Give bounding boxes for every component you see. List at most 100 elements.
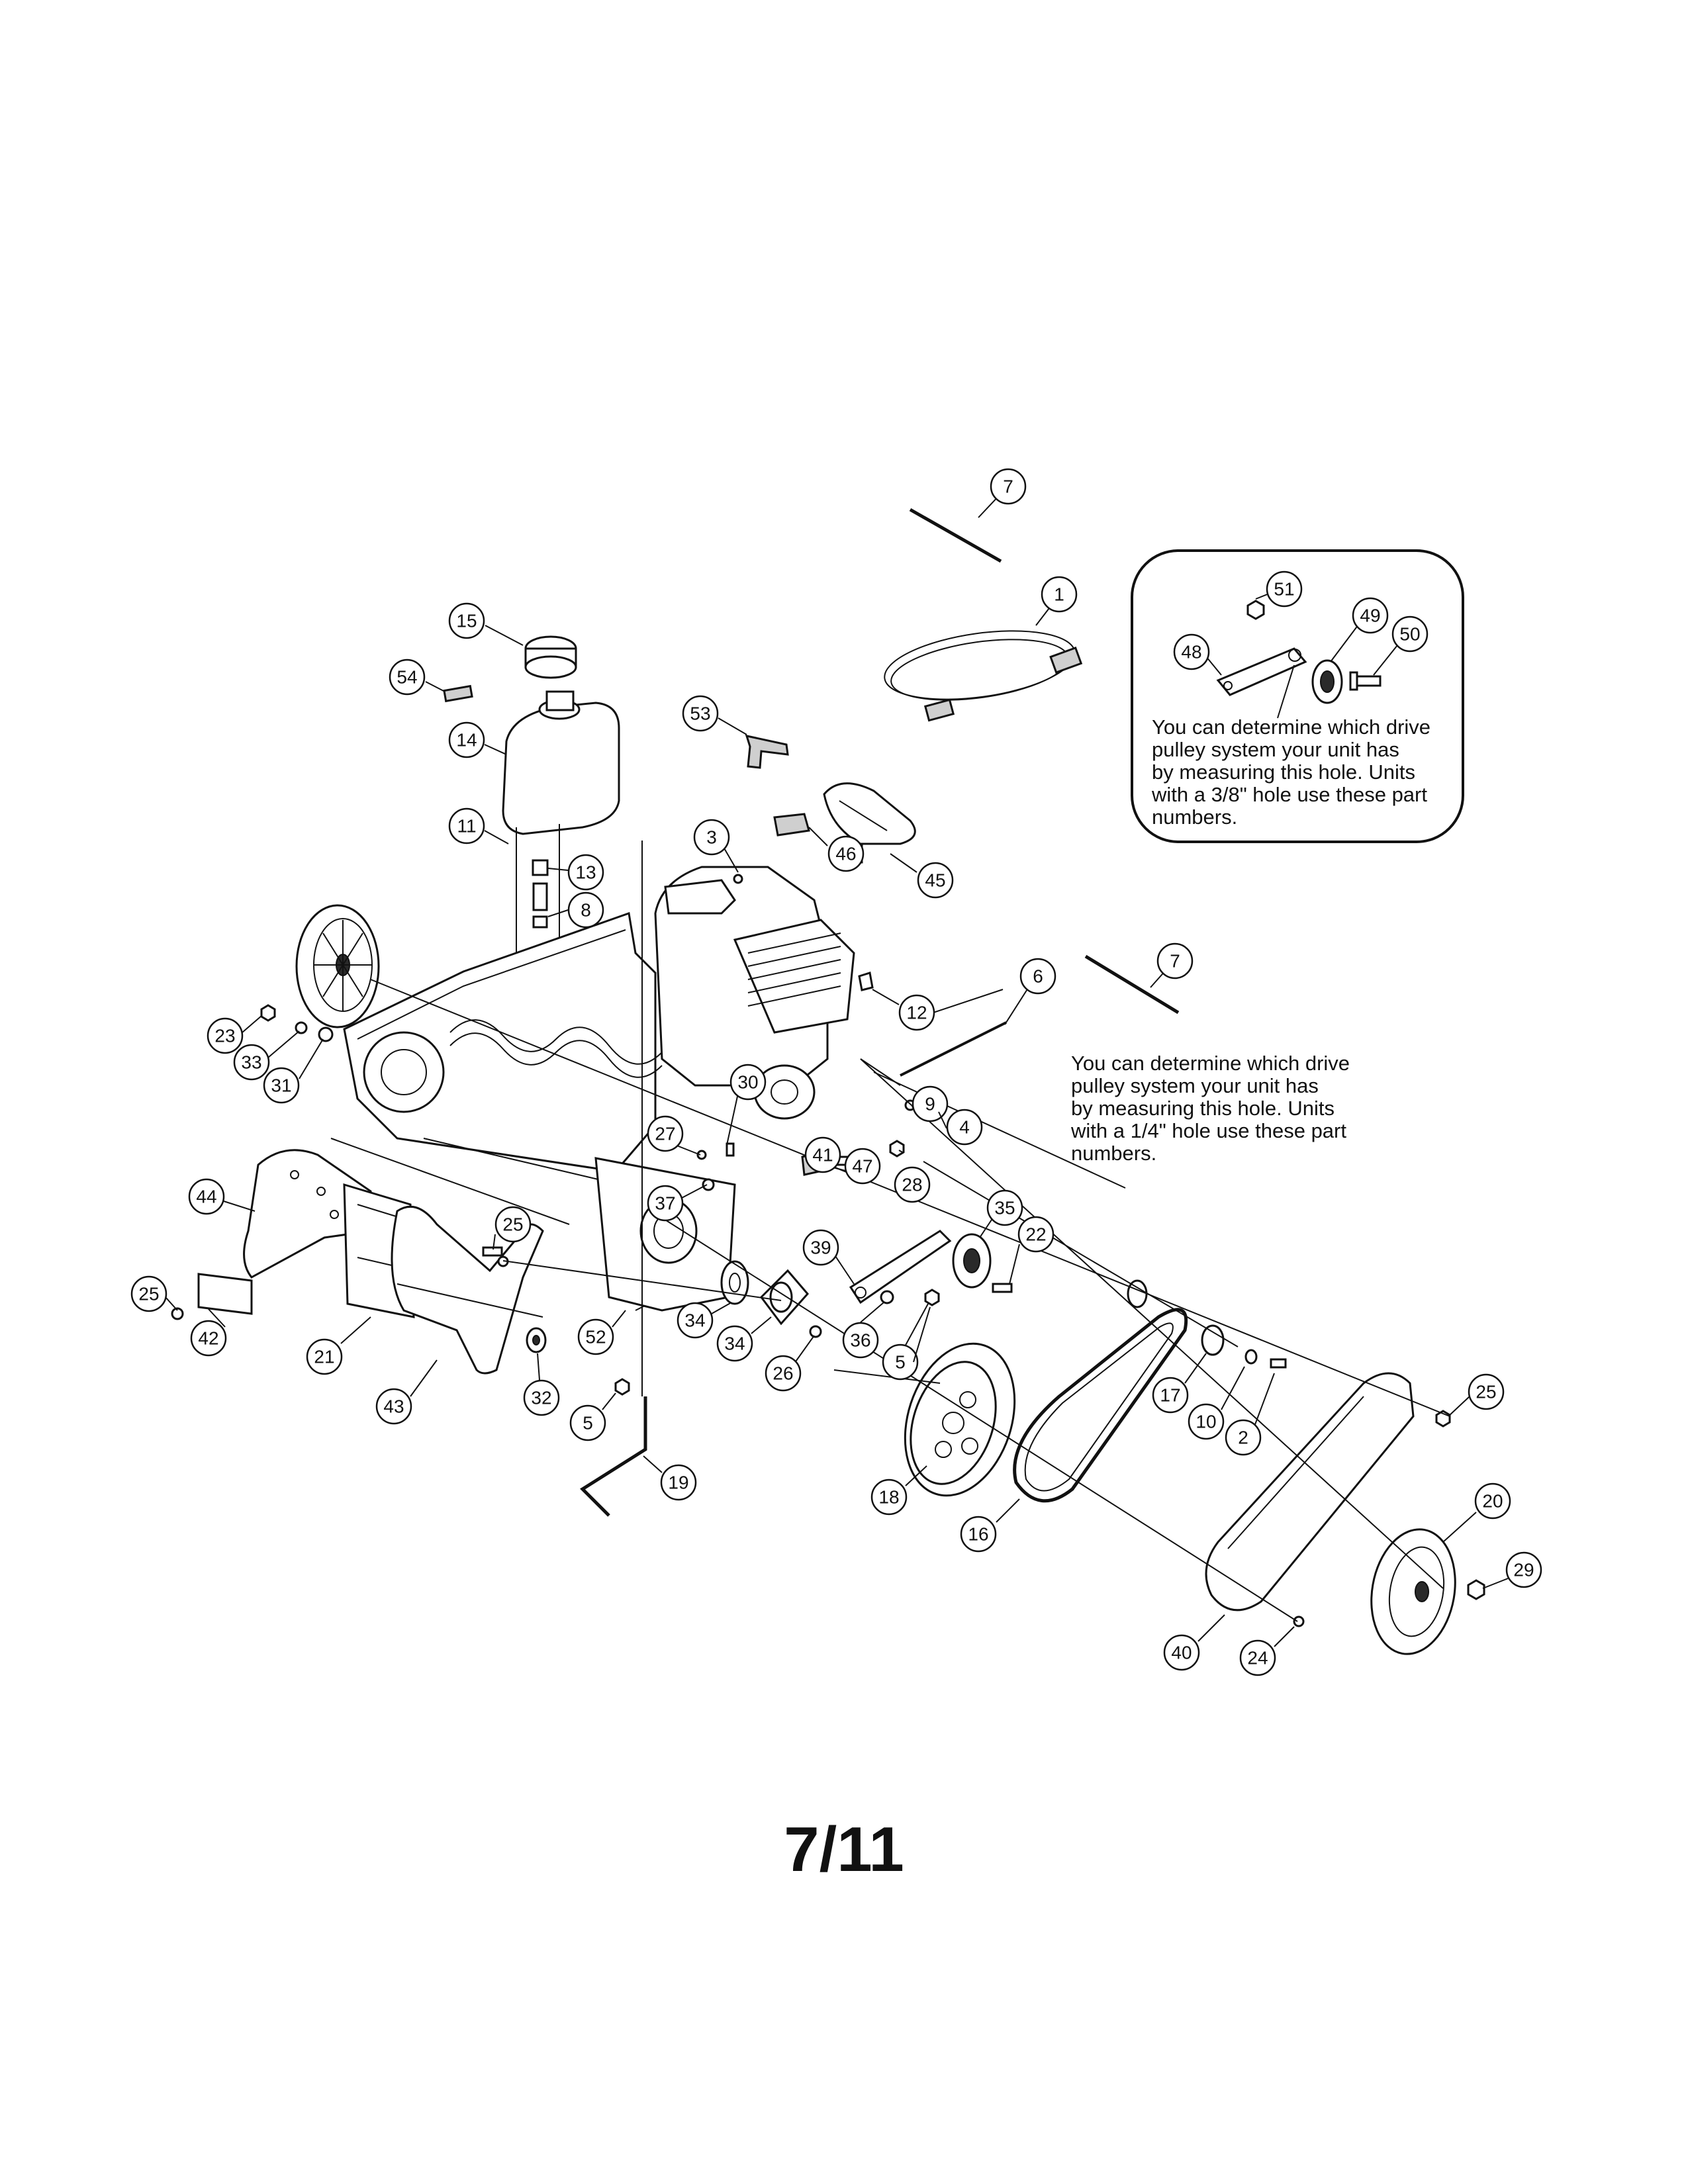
callout-52: 51	[1255, 570, 1303, 608]
callout-19: 19	[643, 1455, 697, 1501]
svg-text:35: 35	[994, 1198, 1015, 1218]
svg-text:21: 21	[314, 1347, 334, 1367]
svg-text:36: 36	[850, 1330, 870, 1351]
bearing-34	[760, 1269, 809, 1326]
callout-45: 45	[890, 853, 954, 899]
callout-6: 6	[1004, 958, 1056, 1025]
callout-2: 2	[1225, 1373, 1275, 1456]
svg-text:12: 12	[906, 1003, 927, 1023]
svg-text:2: 2	[1238, 1428, 1248, 1448]
svg-text:27: 27	[655, 1124, 675, 1144]
callouts: 7 1 51 49 50 48 15 54 14 53 11 13 8 3 45…	[130, 468, 1542, 1676]
page-number: 7/11	[784, 1814, 904, 1885]
svg-text:26: 26	[773, 1363, 793, 1384]
callout-47: 47	[844, 1148, 881, 1185]
svg-text:37: 37	[655, 1193, 675, 1214]
callout-51: 50	[1373, 615, 1429, 676]
svg-text:31: 31	[271, 1075, 291, 1096]
callout-48: 52	[577, 1310, 626, 1355]
svg-text:39: 39	[810, 1238, 831, 1258]
callout-5-right: 5	[882, 1303, 929, 1381]
svg-text:14: 14	[456, 730, 477, 751]
callout-21: 21	[306, 1316, 371, 1375]
svg-text:5: 5	[583, 1413, 593, 1433]
svg-text:48: 48	[1181, 642, 1201, 662]
callout-30: 30	[726, 1064, 767, 1146]
callout-46: 46	[808, 827, 865, 872]
belt-cover-40	[1205, 1372, 1415, 1612]
callout-35: 35	[979, 1189, 1023, 1238]
svg-text:25: 25	[138, 1284, 159, 1304]
callout-8: 8	[547, 891, 604, 929]
svg-text:32: 32	[531, 1388, 551, 1408]
callout-49: 48	[1173, 633, 1222, 676]
callout-23: 23	[207, 1015, 262, 1054]
callout-3: 3	[693, 819, 739, 873]
callout-12: 12	[872, 989, 935, 1031]
callout-27: 27	[647, 1115, 701, 1156]
callout-37: 37	[647, 1184, 708, 1222]
svg-text:25: 25	[1476, 1382, 1496, 1402]
svg-text:46: 46	[835, 844, 856, 864]
callout-42: 42	[190, 1308, 227, 1357]
svg-text:54: 54	[397, 667, 417, 688]
callout-32: 32	[523, 1353, 560, 1416]
inset-note-line: pulley system your unit has	[1152, 738, 1399, 761]
svg-text:25: 25	[502, 1214, 523, 1235]
callout-24: 24	[1239, 1626, 1295, 1676]
auger	[449, 1019, 663, 1078]
pulley-18	[904, 1342, 1016, 1497]
callout-54: 54	[389, 659, 445, 696]
svg-text:24: 24	[1247, 1648, 1268, 1668]
svg-text:5: 5	[895, 1352, 906, 1373]
callout-36: 36	[842, 1302, 884, 1359]
svg-text:30: 30	[737, 1072, 758, 1093]
main-note-line: pulley system your unit has	[1071, 1074, 1319, 1097]
plug-53	[745, 734, 789, 769]
callout-5-left: 5	[569, 1392, 616, 1441]
inset-pulley	[1311, 659, 1343, 704]
svg-text:44: 44	[196, 1187, 216, 1207]
svg-text:50: 50	[1399, 624, 1420, 645]
shave-plate-42	[197, 1273, 253, 1315]
svg-text:7: 7	[1003, 477, 1013, 497]
inset-bolt	[1349, 671, 1382, 691]
svg-text:10: 10	[1196, 1412, 1216, 1432]
main-note-line: numbers.	[1071, 1142, 1157, 1165]
svg-text:53: 53	[690, 704, 710, 724]
svg-text:52: 52	[585, 1327, 606, 1347]
spacer-34	[720, 1260, 749, 1305]
svg-text:33: 33	[241, 1052, 261, 1073]
svg-text:7: 7	[1170, 951, 1180, 972]
callout-20: 20	[1442, 1482, 1511, 1543]
inset-note-line: You can determine which drive	[1152, 715, 1431, 739]
callout-41: 41	[804, 1136, 841, 1173]
svg-text:40: 40	[1171, 1643, 1192, 1663]
inset-note-line: numbers.	[1152, 805, 1238, 829]
engine	[654, 866, 855, 1120]
callout-26: 26	[765, 1335, 815, 1392]
svg-text:18: 18	[878, 1487, 899, 1508]
svg-text:11: 11	[457, 816, 476, 837]
inset-note: You can determine which drive pulley sys…	[1152, 716, 1463, 829]
callout-25-c: 25	[1448, 1373, 1505, 1417]
svg-text:47: 47	[852, 1156, 872, 1177]
main-note-line: with a 1/4" hole use these part	[1071, 1119, 1346, 1142]
callout-44: 44	[188, 1178, 256, 1215]
idler-pulley-35	[952, 1233, 992, 1289]
svg-text:23: 23	[214, 1026, 235, 1046]
svg-text:4: 4	[959, 1117, 970, 1138]
svg-text:20: 20	[1482, 1491, 1503, 1512]
tie-rod-mid	[1084, 954, 1180, 1015]
callout-13: 13	[547, 854, 604, 891]
svg-text:22: 22	[1025, 1224, 1046, 1245]
callout-7-top: 7	[978, 468, 1027, 518]
left-wheel	[295, 904, 380, 1028]
callout-7-mid: 7	[1150, 942, 1194, 988]
svg-text:1: 1	[1054, 584, 1064, 605]
svg-text:49: 49	[1360, 606, 1380, 626]
callout-17: 17	[1152, 1353, 1207, 1414]
throttle-knob-46	[773, 813, 810, 837]
gas-cap	[524, 635, 577, 679]
callout-14: 14	[448, 721, 507, 758]
